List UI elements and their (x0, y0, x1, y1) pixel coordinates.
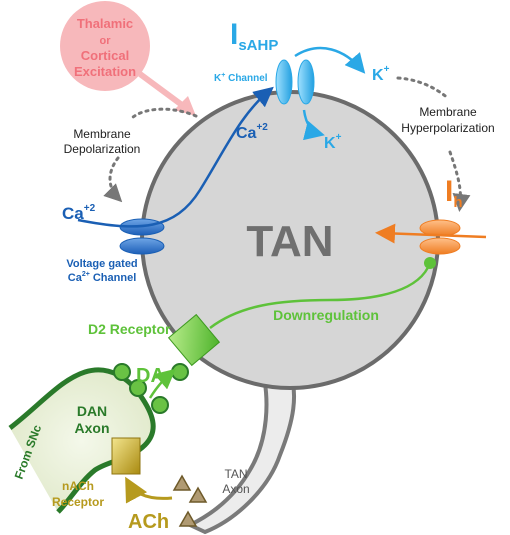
tan-axon-shape (185, 365, 297, 535)
excitation-circle (60, 1, 150, 91)
ach-molecule (172, 474, 192, 491)
downregulation-path (209, 262, 432, 329)
d2-receptor-label: D2 Receptor (88, 321, 171, 337)
tan-axon-label-2: Axon (222, 482, 249, 496)
downregulation-label: Downregulation (273, 307, 379, 323)
excitation-arrow (138, 71, 188, 111)
dan-axon-label-2: Axon (75, 420, 110, 436)
ach-arrow (125, 476, 173, 504)
k-channel-left (275, 59, 293, 105)
ca-channel-bottom (119, 237, 165, 255)
hyperpolarization-dotted-path (396, 76, 461, 206)
ih-channel-bottom (419, 237, 461, 255)
nach-receptor-shape (111, 437, 141, 475)
nach-receptor-label-2: Receptor (52, 495, 104, 509)
excitation-label-1: Thalamic (77, 16, 133, 31)
ca-inside-label: Ca+2 (236, 122, 268, 142)
membrane-depolarization-line1: Membrane (73, 127, 131, 141)
excitation-label-2: or (100, 35, 112, 47)
da-vesicle (151, 396, 169, 414)
nach-receptor-label-1: nACh (62, 479, 94, 493)
dan-axon-label-1: DAN (77, 403, 107, 419)
membrane-hyperpolarization-line2: Hyperpolarization (401, 121, 494, 135)
excitation-label-4: Excitation (74, 64, 136, 79)
da-label: DA (136, 365, 165, 387)
ih-flow-arrow (375, 223, 487, 244)
da-release-arrow (148, 368, 176, 399)
vg-channel-label-2: Ca2+ Channel (68, 271, 137, 284)
k-channel-label: K+ Channel (214, 72, 268, 84)
dan-axon-shape (8, 367, 156, 514)
downregulation-node (424, 257, 436, 269)
depolarization-dotted-path (110, 107, 198, 198)
vg-channel-label-1: Voltage gated (66, 258, 137, 270)
ach-molecule (178, 510, 198, 527)
ach-molecule (188, 486, 208, 503)
da-vesicle (113, 363, 131, 381)
ca-flow-arrow (77, 86, 274, 228)
da-vesicle (171, 363, 189, 381)
d2-receptor-shape (167, 313, 221, 367)
tan-axon-label-1: TAN (224, 467, 247, 481)
ca-outside-label: Ca+2 (62, 203, 96, 223)
ih-label: Ih (445, 175, 463, 211)
membrane-hyperpolarization-line1: Membrane (419, 105, 477, 119)
k-flow-arrow-top (294, 46, 366, 74)
membrane-depolarization-line2: Depolarization (64, 142, 141, 156)
isahp-label: IsAHP (230, 18, 278, 54)
ach-label: ACh (128, 511, 169, 533)
k-out-bottom-label: K+ (324, 132, 342, 152)
cell-label: TAN (246, 217, 333, 266)
excitation-label-3: Cortical (81, 48, 129, 63)
k-channel-right (297, 59, 315, 105)
k-flow-arrow-bottom (302, 109, 325, 141)
da-vesicle (129, 379, 147, 397)
k-out-top-label: K+ (372, 64, 390, 84)
